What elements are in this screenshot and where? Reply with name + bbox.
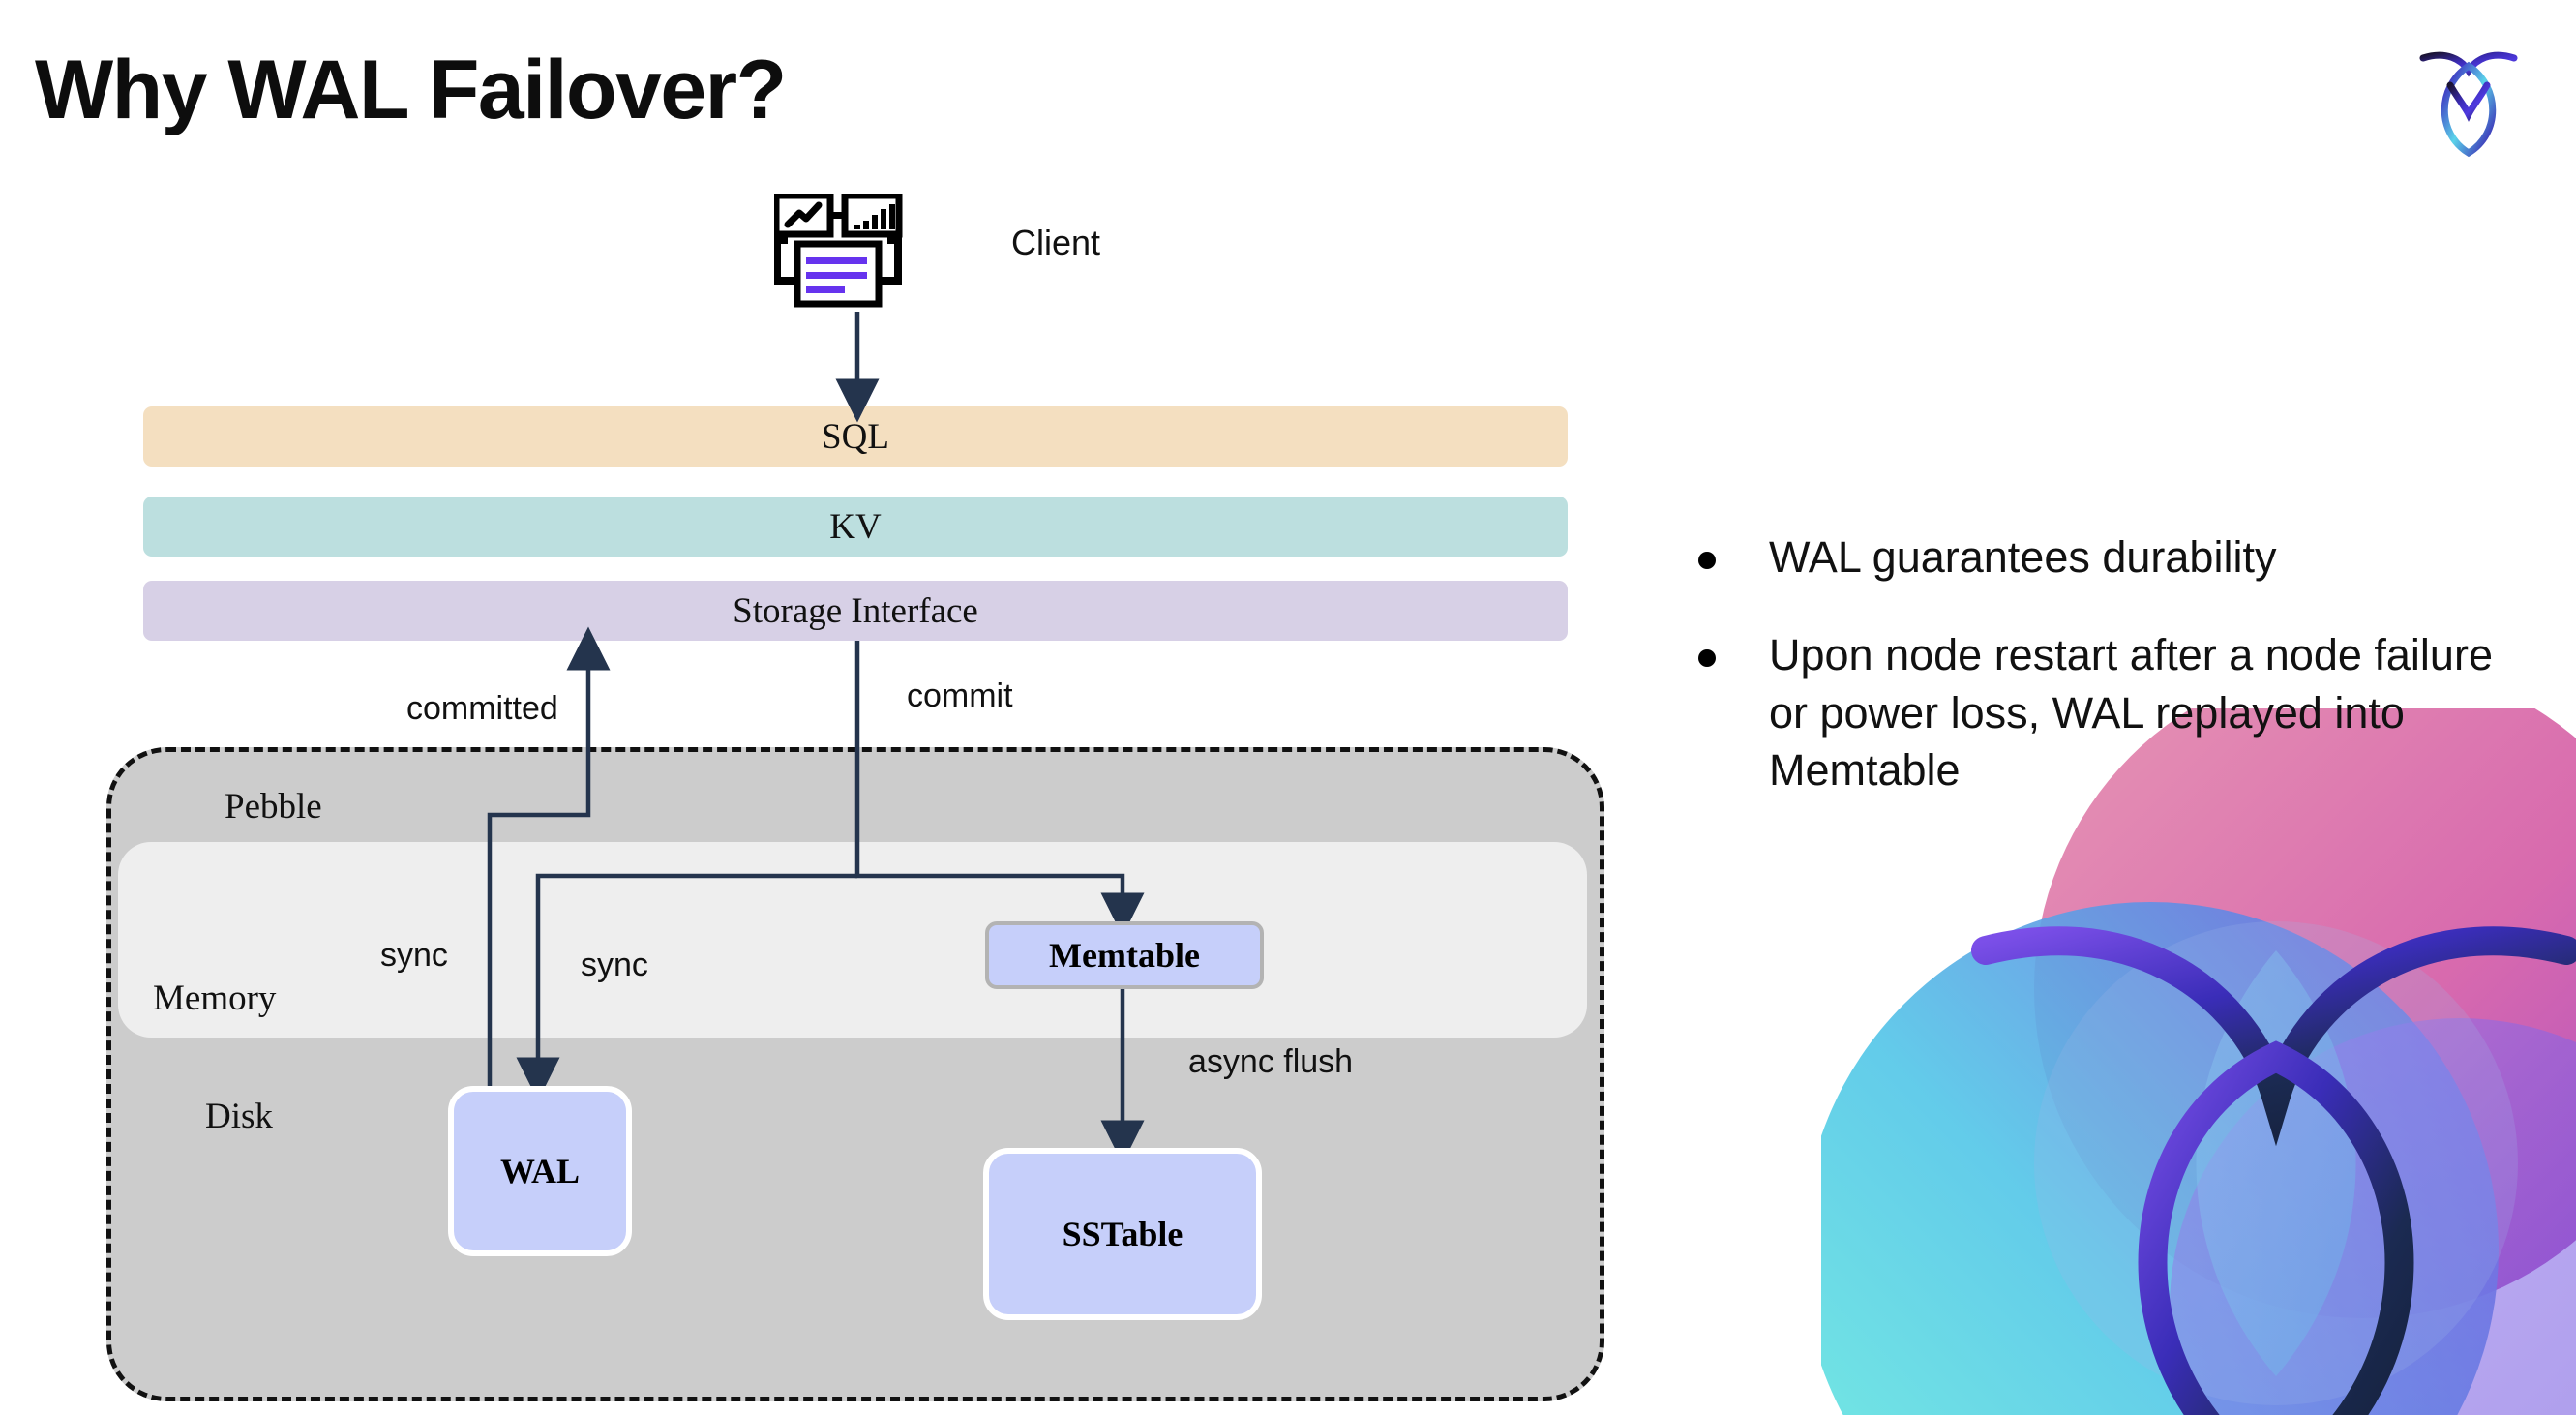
layer-bar-kv-label: KV: [829, 506, 882, 547]
layer-bar-kv: KV: [143, 497, 1568, 557]
pebble-label: Pebble: [225, 787, 322, 827]
list-item: WAL guarantees durability: [1698, 528, 2521, 586]
edge-label-committed: committed: [406, 690, 558, 727]
page-title: Why WAL Failover?: [35, 44, 787, 136]
bullet-text: Upon node restart after a node failure o…: [1769, 630, 2493, 796]
edge-label-async-flush: async flush: [1188, 1043, 1354, 1080]
bullet-list: WAL guarantees durability Upon node rest…: [1698, 528, 2521, 840]
bullet-text: WAL guarantees durability: [1769, 532, 2277, 582]
cockroach-logo-icon: [2419, 51, 2518, 158]
edge-label-sync-left: sync: [380, 937, 448, 974]
node-wal: WAL: [448, 1086, 632, 1256]
bullet-dot-icon: [1698, 649, 1716, 668]
edge-label-sync-right: sync: [581, 947, 648, 983]
bullet-dot-icon: [1698, 552, 1716, 569]
node-sstable: SSTable: [983, 1148, 1262, 1320]
memory-region: [118, 842, 1587, 1038]
layer-bar-sql: SQL: [143, 406, 1568, 467]
node-wal-label: WAL: [499, 1152, 581, 1190]
layer-bar-storage-interface: Storage Interface: [143, 581, 1568, 641]
layer-bar-storage-interface-label: Storage Interface: [733, 590, 978, 631]
client-monitor-icon: [774, 194, 903, 308]
node-sstable-label: SSTable: [1062, 1215, 1183, 1253]
node-memtable: Memtable: [985, 921, 1264, 989]
disk-label: Disk: [205, 1097, 273, 1136]
list-item: Upon node restart after a node failure o…: [1698, 626, 2521, 798]
edge-label-commit: commit: [907, 677, 1013, 714]
layer-bar-sql-label: SQL: [822, 416, 889, 457]
node-memtable-label: Memtable: [1049, 936, 1200, 975]
memory-label: Memory: [153, 978, 277, 1018]
client-label: Client: [1011, 223, 1101, 262]
